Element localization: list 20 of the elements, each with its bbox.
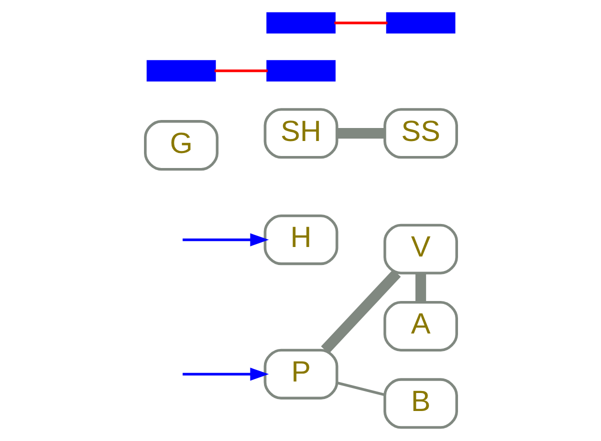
connector — [214, 69, 268, 72]
node-box: A — [383, 301, 458, 352]
connector — [336, 128, 384, 139]
node-box: B — [383, 378, 458, 429]
connector — [334, 22, 387, 24]
node-box: SH — [263, 108, 338, 159]
node-box: H — [263, 214, 338, 266]
node-bar — [266, 12, 336, 34]
arrow — [182, 233, 268, 246]
connector — [336, 382, 385, 396]
node-bar — [266, 60, 336, 82]
node-box: P — [263, 348, 338, 400]
node-box: SS — [383, 108, 458, 159]
connector — [320, 270, 400, 354]
connector — [414, 273, 426, 302]
node-bar — [386, 12, 455, 34]
arrow — [182, 368, 268, 381]
node-box: G — [143, 120, 218, 171]
node-bar — [146, 60, 216, 82]
node-box: V — [383, 224, 458, 274]
